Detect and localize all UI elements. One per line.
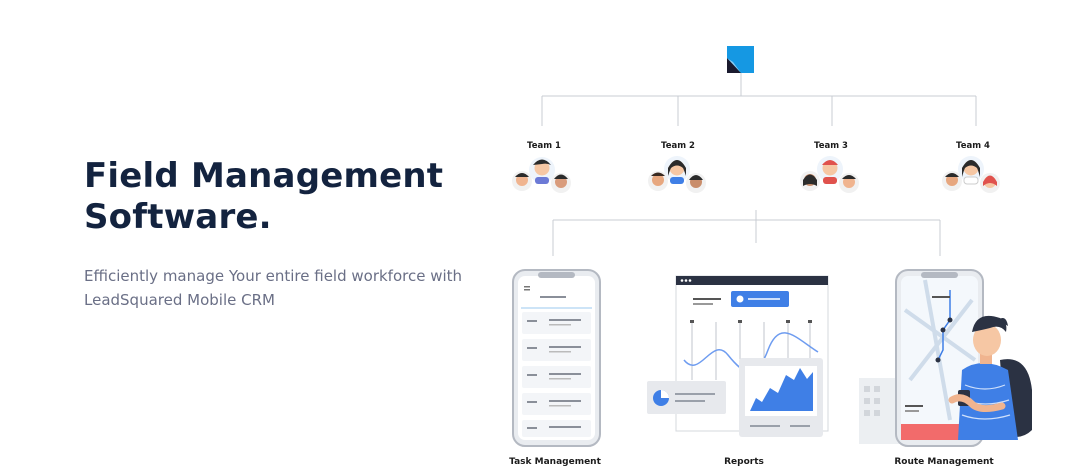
team-2-avatars: [648, 156, 706, 193]
team-label-4: Team 4: [956, 141, 990, 151]
team-label-1: Team 1: [527, 141, 561, 151]
org-connectors: [541, 73, 977, 256]
hero-title: Field Management Software.: [84, 156, 443, 238]
hero-subtitle-line1: Efficiently manage Your entire field wor…: [84, 267, 463, 285]
team-label-3: Team 3: [814, 141, 848, 151]
task-management-phone-icon: [512, 269, 601, 447]
module-label-route-management: Route Management: [894, 457, 994, 467]
dashboard-chart-icon: [647, 275, 829, 437]
team-4-avatars: [942, 156, 1000, 193]
hero-subtitle-line2: LeadSquared Mobile CRM: [84, 291, 275, 309]
field-agent-illustration: [948, 315, 1032, 440]
module-label-reports: Reports: [724, 457, 764, 467]
leadsquared-logo-icon: [727, 46, 754, 73]
team-label-2: Team 2: [661, 141, 695, 151]
hero-subtitle: Efficiently manage Your entire field wor…: [84, 264, 484, 312]
module-label-task-management: Task Management: [509, 457, 601, 467]
team-3-avatars: [800, 156, 859, 193]
hero-title-line2: Software.: [84, 197, 272, 237]
team-1-avatars: [512, 157, 571, 193]
hero-title-line1: Field Management: [84, 156, 444, 196]
